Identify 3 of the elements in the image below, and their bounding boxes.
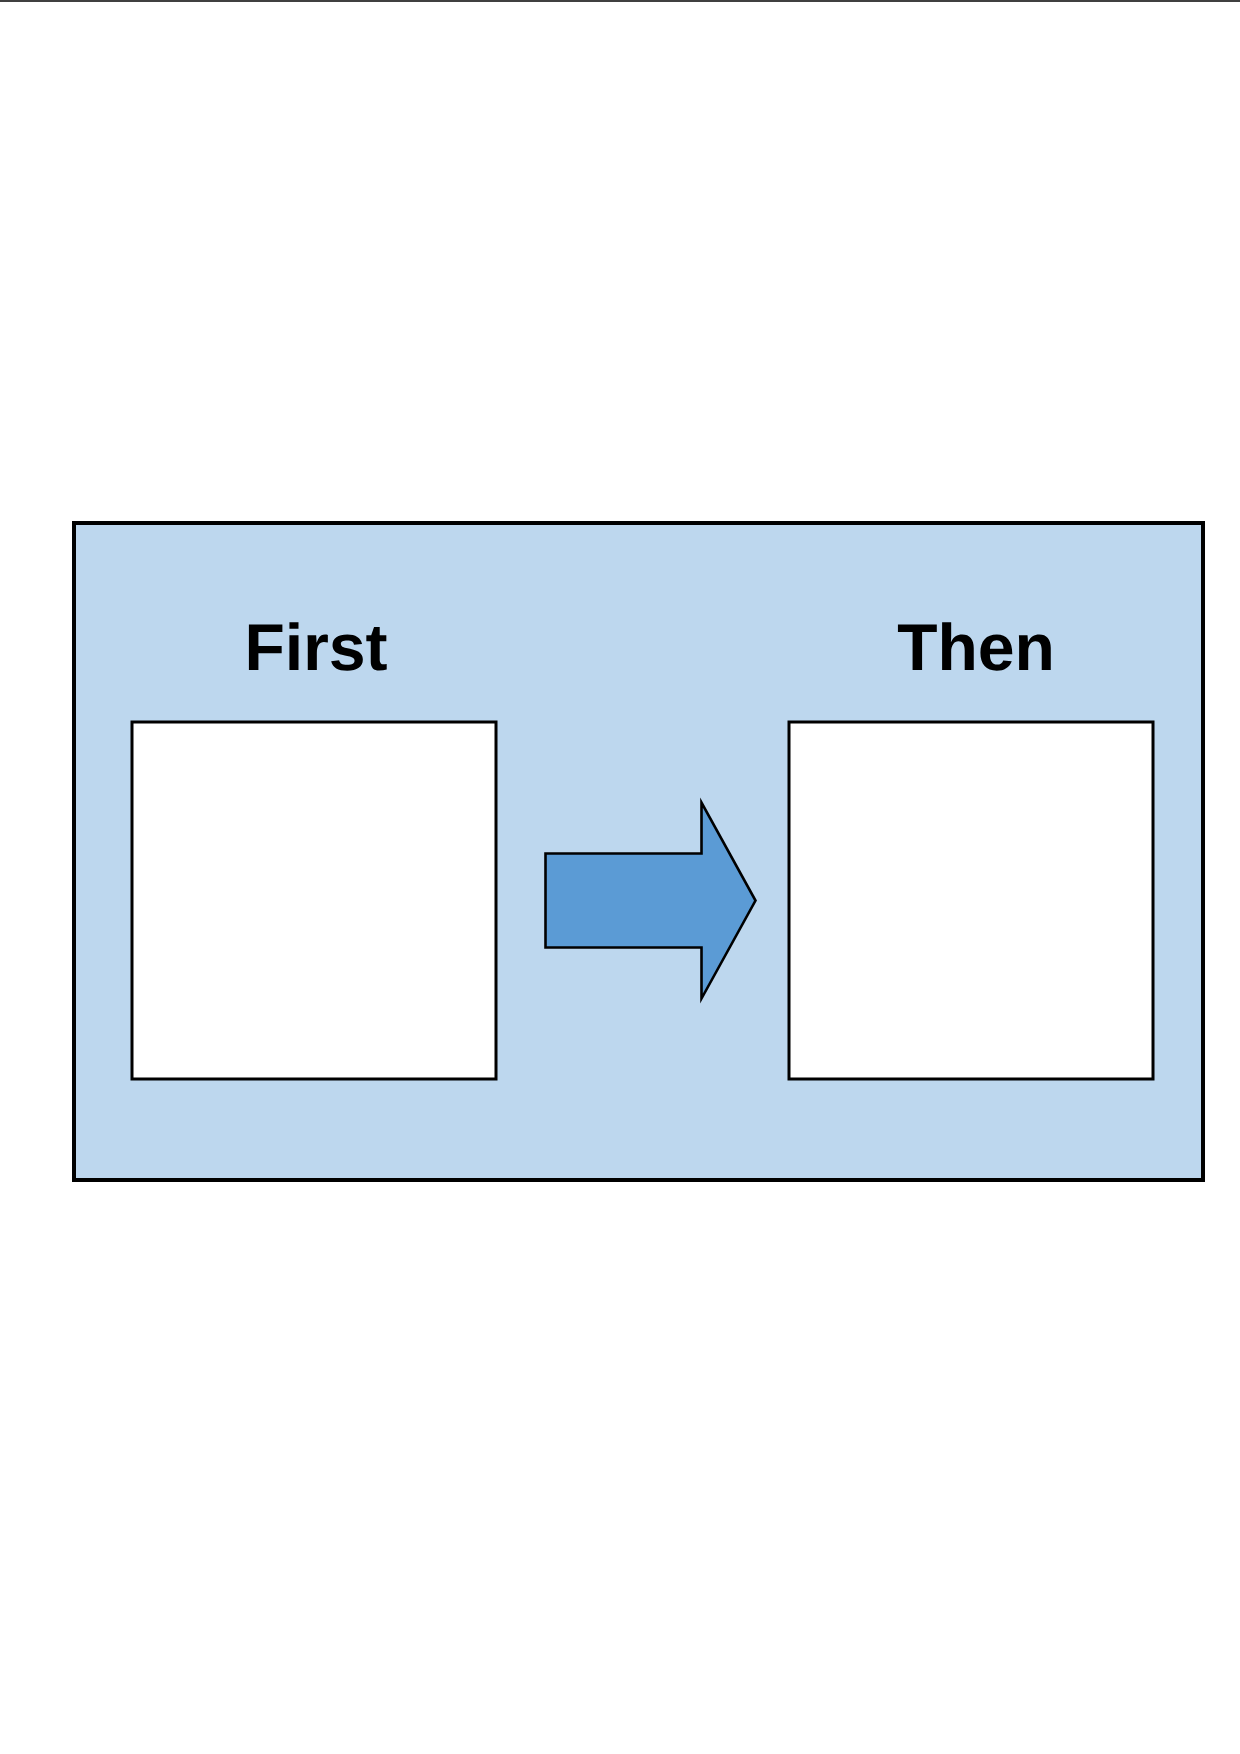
heading: Then: [897, 622, 1051, 671]
block-arrow: [544, 797, 757, 1004]
heading: First: [248, 622, 387, 671]
